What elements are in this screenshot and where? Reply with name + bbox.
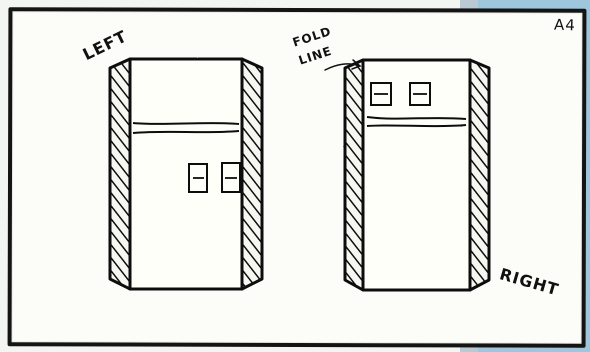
- paper-size-label: A4: [554, 18, 576, 34]
- right-brochure-icon: [345, 60, 489, 290]
- left-brochure-icon: [110, 59, 262, 289]
- fold-arrow-icon: [325, 60, 360, 70]
